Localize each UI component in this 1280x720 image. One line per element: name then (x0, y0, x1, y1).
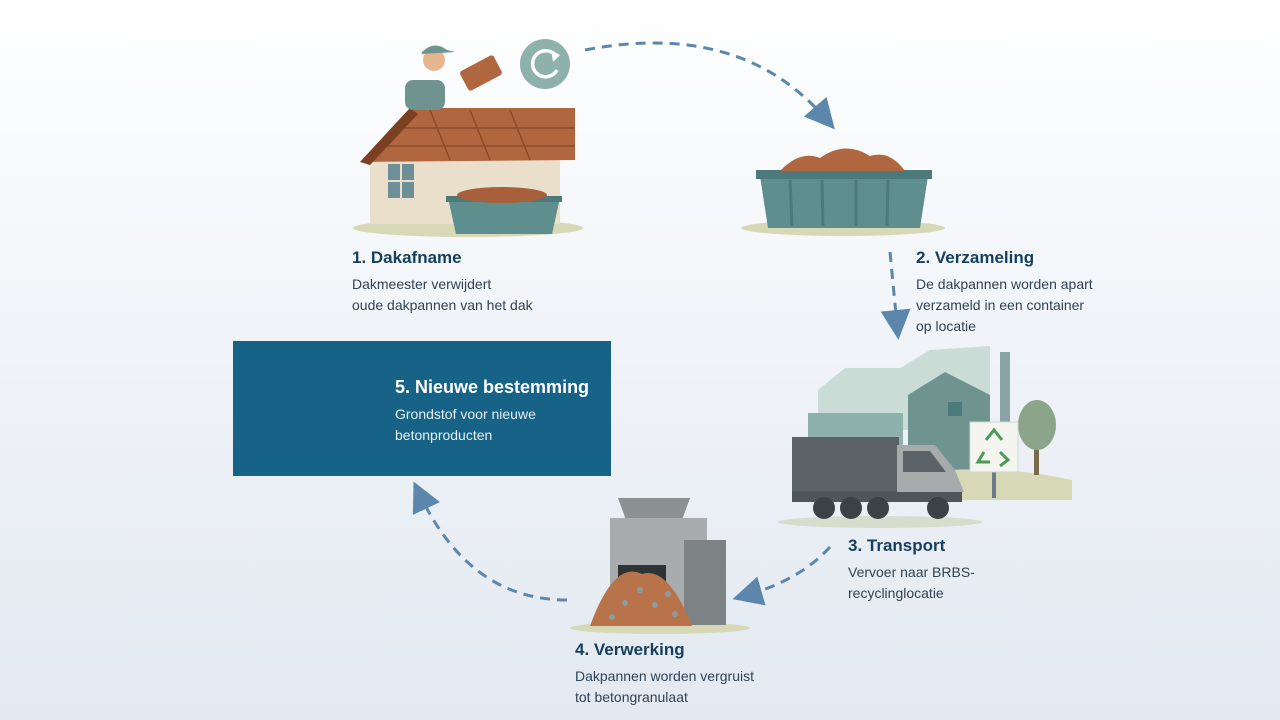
truck-icon (778, 437, 982, 528)
rotate-icon (520, 39, 570, 89)
container-icon (446, 187, 562, 234)
tree-icon (1018, 400, 1056, 475)
arrow-4-to-5-icon (412, 481, 568, 602)
step-4-title: 4. Verwerking (575, 640, 685, 659)
step-2: 2. Verzameling De dakpannen worden apart… (916, 248, 1126, 337)
step-1: 1. Dakafname Dakmeester verwijdert oude … (352, 248, 612, 316)
step-3: 3. Transport Vervoer naar BRBS- recyclin… (848, 536, 1048, 604)
step-3-description: Vervoer naar BRBS- recyclinglocatie (848, 564, 975, 601)
step-4: 4. Verwerking Dakpannen worden vergruist… (575, 640, 815, 708)
step-1-description: Dakmeester verwijdert oude dakpannen van… (352, 276, 533, 313)
step-4-description: Dakpannen worden vergruist tot betongran… (575, 668, 754, 705)
step-5-title: 5. Nieuwe bestemming (395, 377, 590, 397)
step-2-description: De dakpannen worden apart verzameld in e… (916, 276, 1093, 334)
worker-icon (405, 45, 502, 110)
recycle-icon (969, 421, 1019, 498)
arrow-2-to-3-icon (880, 251, 911, 340)
step-1-title: 1. Dakafname (352, 248, 462, 267)
container-icon (741, 148, 945, 236)
arrow-1-to-2-icon (584, 41, 835, 130)
cycle-arrows (412, 41, 911, 606)
house-icon (353, 108, 583, 237)
crusher-icon (570, 498, 750, 634)
arrow-3-to-4-icon (732, 545, 832, 606)
step-5: 5. Nieuwe bestemming Grondstof voor nieu… (395, 377, 605, 446)
step-5-description: Grondstof voor nieuwe betonproducten (395, 406, 536, 443)
step-2-title: 2. Verzameling (916, 248, 1035, 267)
step-5-highlight-box: 5. Nieuwe bestemming Grondstof voor nieu… (233, 341, 611, 476)
step-3-title: 3. Transport (848, 536, 946, 555)
